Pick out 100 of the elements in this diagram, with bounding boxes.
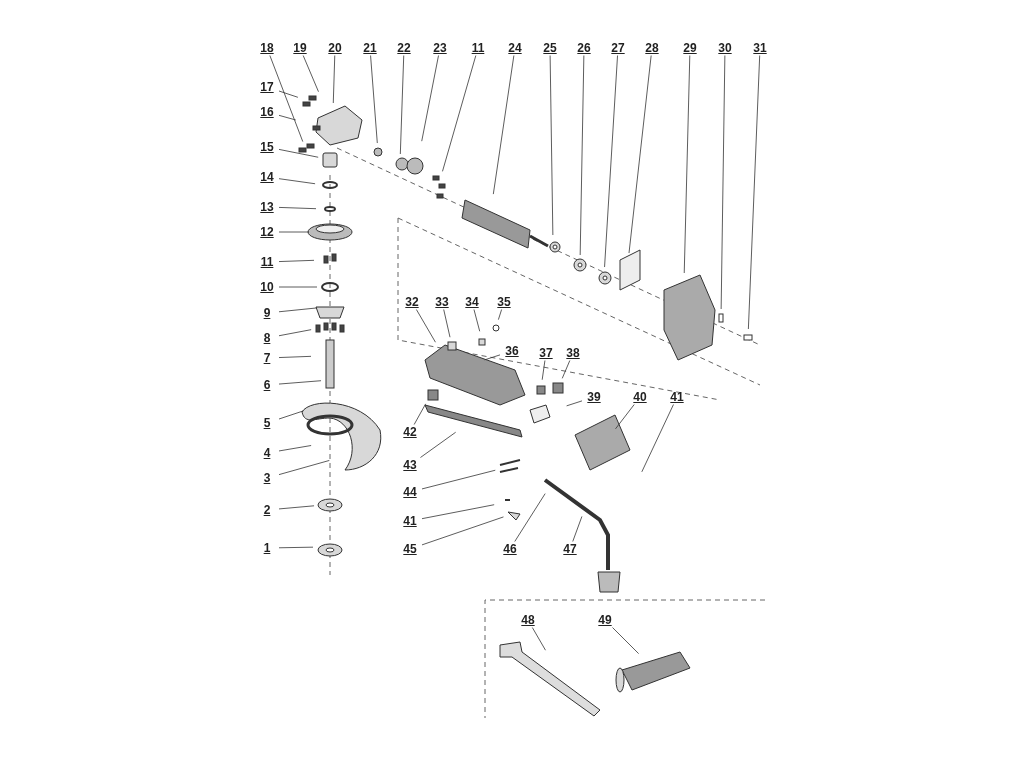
callout-number: 5 [255, 415, 279, 431]
leader-line [399, 55, 405, 155]
callout-number: 11 [255, 254, 279, 270]
callout-number: 17 [255, 79, 279, 95]
leader-line [278, 231, 310, 233]
callout-number: 37 [534, 345, 558, 361]
leader-line [421, 504, 495, 520]
callout-number: 20 [323, 40, 347, 56]
callout-number: 46 [498, 541, 522, 557]
callout-number: 13 [255, 199, 279, 215]
leader-line [572, 516, 583, 542]
leader-line [421, 55, 439, 142]
callout-number: 21 [358, 40, 382, 56]
callout-number: 29 [678, 40, 702, 56]
callout-number: 47 [558, 541, 582, 557]
callout-number: 45 [398, 541, 422, 557]
leader-line [278, 90, 299, 98]
callout-number: 23 [428, 40, 452, 56]
callout-number: 41 [398, 513, 422, 529]
callout-number: 34 [460, 294, 484, 310]
callout-number: 38 [561, 345, 585, 361]
callout-number: 9 [255, 305, 279, 321]
callout-number: 1 [255, 540, 279, 556]
callout-number: 49 [593, 612, 617, 628]
leader-line [541, 360, 546, 381]
leader-line [278, 546, 314, 549]
leader-line [278, 149, 319, 158]
leader-line [566, 400, 583, 407]
callout-number: 12 [255, 224, 279, 240]
callout-number: 35 [492, 294, 516, 310]
leader-line [278, 307, 318, 313]
leader-line [514, 493, 546, 542]
callout-number: 22 [392, 40, 416, 56]
leader-line [278, 178, 316, 185]
leader-line [492, 55, 515, 195]
leader-line [302, 55, 319, 93]
callout-number: 27 [606, 40, 630, 56]
leader-line [498, 309, 502, 321]
callout-number: 3 [255, 470, 279, 486]
leader-line [549, 55, 554, 236]
leader-line [278, 410, 304, 420]
leader-line [278, 207, 317, 210]
callout-number: 39 [582, 389, 606, 405]
leader-line [278, 445, 312, 452]
callout-number: 36 [500, 343, 524, 359]
leader-line [421, 469, 496, 490]
callout-number: 4 [255, 445, 279, 461]
callout-number: 19 [288, 40, 312, 56]
leader-line [278, 259, 315, 262]
callout-number: 18 [255, 40, 279, 56]
callout-number: 10 [255, 279, 279, 295]
callout-number: 8 [255, 330, 279, 346]
callout-number: 30 [713, 40, 737, 56]
leader-line [443, 309, 451, 338]
leader-line [269, 55, 304, 142]
leader-line [442, 55, 477, 172]
callout-number: 33 [430, 294, 454, 310]
callout-number: 7 [255, 350, 279, 366]
callout-number: 44 [398, 484, 422, 500]
leader-line [561, 360, 571, 379]
leader-line [484, 354, 501, 361]
callout-number: 14 [255, 169, 279, 185]
leader-line [278, 286, 318, 288]
leader-line [683, 55, 691, 274]
leader-line [641, 404, 674, 473]
leader-line [278, 460, 330, 475]
leader-line [278, 114, 297, 121]
leader-line [473, 309, 481, 332]
leader-line [720, 55, 726, 310]
leader-line [628, 55, 652, 254]
callout-number: 15 [255, 139, 279, 155]
leader-line [332, 55, 336, 104]
leader-line [370, 55, 378, 144]
leader-line [420, 431, 457, 458]
callout-number: 11 [466, 40, 490, 56]
callout-number: 42 [398, 424, 422, 440]
callout-number: 40 [628, 389, 652, 405]
callout-number: 32 [400, 294, 424, 310]
callout-number: 48 [516, 612, 540, 628]
leader-line [278, 355, 312, 358]
leader-line [278, 380, 322, 385]
callout-number: 26 [572, 40, 596, 56]
callout-number: 2 [255, 502, 279, 518]
leader-line [278, 329, 312, 337]
leader-line [604, 55, 618, 268]
leader-line [421, 516, 504, 546]
leader-line [531, 627, 546, 651]
leader-line [416, 309, 436, 343]
callout-number: 41 [665, 389, 689, 405]
callout-number: 24 [503, 40, 527, 56]
leader-line [413, 403, 427, 425]
callout-number: 43 [398, 457, 422, 473]
leader-line [612, 627, 640, 655]
callout-number: 28 [640, 40, 664, 56]
leader-line [747, 55, 761, 330]
callout-number: 16 [255, 104, 279, 120]
callout-number: 25 [538, 40, 562, 56]
leader-line [278, 505, 315, 510]
callout-number: 6 [255, 377, 279, 393]
callout-number: 31 [748, 40, 772, 56]
